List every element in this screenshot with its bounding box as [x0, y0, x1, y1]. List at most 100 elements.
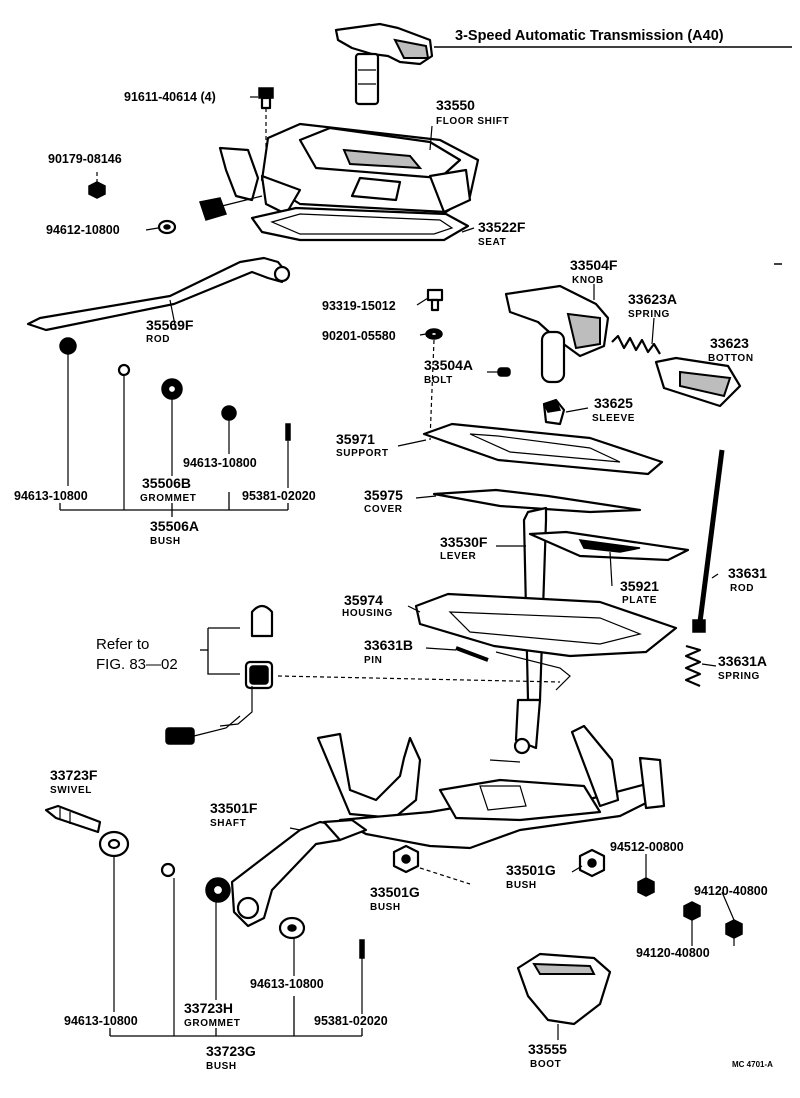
- part-number: 94613-10800: [183, 456, 257, 470]
- label-35506A: 35506A BUSH: [150, 518, 199, 547]
- refer-bracket: [200, 627, 240, 675]
- label-90179: 90179-08146: [48, 152, 122, 166]
- boot-33555-drawing: [516, 952, 612, 1040]
- label-33530F: 33530F LEVER: [440, 534, 488, 562]
- label-35921: 35921 PLATE: [620, 578, 659, 606]
- label-94612: 94612-10800: [46, 223, 120, 237]
- part-name: GROMMET: [184, 1018, 240, 1029]
- label-94613c: 94613-10800: [250, 977, 324, 991]
- label-33504F: 33504F KNOB: [570, 257, 618, 286]
- part-name: HOUSING: [342, 608, 393, 619]
- label-33723H: 33723H GROMMET: [184, 1000, 240, 1029]
- part-number: 33631A: [718, 653, 767, 669]
- nut-94120-right-drawing: [725, 919, 743, 939]
- part-name: FLOOR SHIFT: [436, 116, 509, 127]
- rod-33631-drawing: [692, 449, 725, 633]
- label-94120b: 94120-40800: [636, 946, 710, 960]
- part-number: 94613-10800: [250, 977, 324, 991]
- part-number: 33631: [728, 565, 767, 581]
- part-number: 33723H: [184, 1000, 233, 1016]
- bush-35506-group-drawing: [59, 337, 291, 510]
- part-number: 33723G: [206, 1043, 256, 1059]
- button-33623-drawing: [654, 356, 742, 408]
- label-93319: 93319-15012: [322, 299, 396, 313]
- shaft-33501f-drawing: [230, 818, 368, 928]
- label-33555: 33555 BOOT: [528, 1041, 567, 1070]
- washer-94512-drawing: [637, 877, 655, 897]
- part-name: BUSH: [370, 902, 401, 913]
- figure-code-text: MC 4701-A: [732, 1060, 773, 1069]
- figure-code: MC 4701-A: [732, 1060, 773, 1069]
- label-33723G: 33723G BUSH: [206, 1043, 256, 1072]
- label-35569F: 35569F ROD: [146, 317, 194, 345]
- part-name: GROMMET: [140, 493, 196, 504]
- part-name: BUSH: [206, 1061, 237, 1072]
- pin-95381-lower-drawing: [359, 939, 365, 959]
- part-name: SUPPORT: [336, 448, 389, 459]
- label-94613a: 94613-10800: [14, 489, 88, 503]
- part-number: 35971: [336, 431, 375, 447]
- label-94613d: 94613-10800: [64, 1014, 138, 1028]
- label-35975: 35975 COVER: [364, 487, 403, 515]
- floor-shift-assembly: [88, 22, 480, 242]
- bush-33723g-bracket: [109, 996, 363, 1037]
- label-91611: 91611-40614 (4): [124, 90, 216, 104]
- part-name: SHAFT: [210, 818, 246, 829]
- top-shift-knob-drawing: [334, 22, 434, 106]
- refer-line-2: FIG. 83—02: [96, 656, 178, 673]
- part-number: 94613-10800: [64, 1014, 138, 1028]
- part-name: SPRING: [628, 309, 670, 320]
- label-35974: 35974 HOUSING: [342, 592, 393, 619]
- part-name: PIN: [364, 655, 382, 666]
- part-number: 35506A: [150, 518, 199, 534]
- bolt-93319-drawing: [426, 288, 444, 312]
- knob-33504f-drawing: [504, 284, 610, 384]
- part-number: 33625: [594, 395, 633, 411]
- part-number: 33550: [436, 97, 475, 113]
- nut-94120-left-drawing: [683, 901, 701, 921]
- part-name: ROD: [730, 583, 754, 594]
- part-number: 90201-05580: [322, 329, 396, 343]
- part-number: 33504F: [570, 257, 618, 273]
- part-number: 94512-00800: [610, 840, 684, 854]
- label-33723F: 33723F SWIVEL: [50, 767, 98, 796]
- diagram-title: 3-Speed Automatic Transmission (A40): [434, 28, 792, 48]
- bulb-and-socket-drawing: [165, 604, 561, 745]
- pin-33631b-drawing: [455, 646, 489, 662]
- label-94613b: 94613-10800: [183, 456, 257, 470]
- washer-left-drawing: [98, 830, 130, 858]
- part-number: 35921: [620, 578, 659, 594]
- label-94120a: 94120-40800: [694, 884, 768, 898]
- part-name: ROD: [146, 334, 170, 345]
- part-number: 90179-08146: [48, 152, 122, 166]
- label-33623: 33623 BOTTON: [708, 335, 753, 364]
- label-35971: 35971 SUPPORT: [336, 431, 389, 459]
- bush-35506a-bracket: [59, 492, 289, 517]
- part-number: 33504A: [424, 357, 473, 373]
- sleeve-33625-drawing: [542, 398, 566, 426]
- part-number: 33501F: [210, 800, 258, 816]
- housing-35974-drawing: [414, 592, 678, 691]
- bush-small-drawing: [160, 862, 176, 878]
- part-name: BOOT: [530, 1059, 561, 1070]
- bolt-33504a-drawing: [497, 367, 511, 377]
- label-leaders: [145, 96, 735, 946]
- part-number: 94120-40800: [694, 884, 768, 898]
- lower-leader-lines: [113, 856, 363, 1036]
- grommet-33723h-drawing: [205, 877, 231, 903]
- part-number: 33631B: [364, 637, 413, 653]
- label-33631A: 33631A SPRING: [718, 653, 767, 682]
- part-number: 33501G: [506, 862, 556, 878]
- part-number: 35506B: [142, 475, 191, 491]
- part-number: 33501G: [370, 884, 420, 900]
- label-33550: 33550 FLOOR SHIFT: [436, 97, 509, 127]
- part-name: COVER: [364, 504, 403, 515]
- rod-35569f-drawing: [26, 256, 291, 332]
- washer-94613-lower-drawing: [278, 916, 306, 940]
- swivel-33723f-drawing: [44, 804, 102, 834]
- part-number: 33623: [710, 335, 749, 351]
- spring-33623a-drawing: [611, 317, 661, 355]
- part-name: PLATE: [622, 595, 657, 606]
- label-33501Ga: 33501G BUSH: [370, 884, 420, 913]
- part-number: 35975: [364, 487, 403, 503]
